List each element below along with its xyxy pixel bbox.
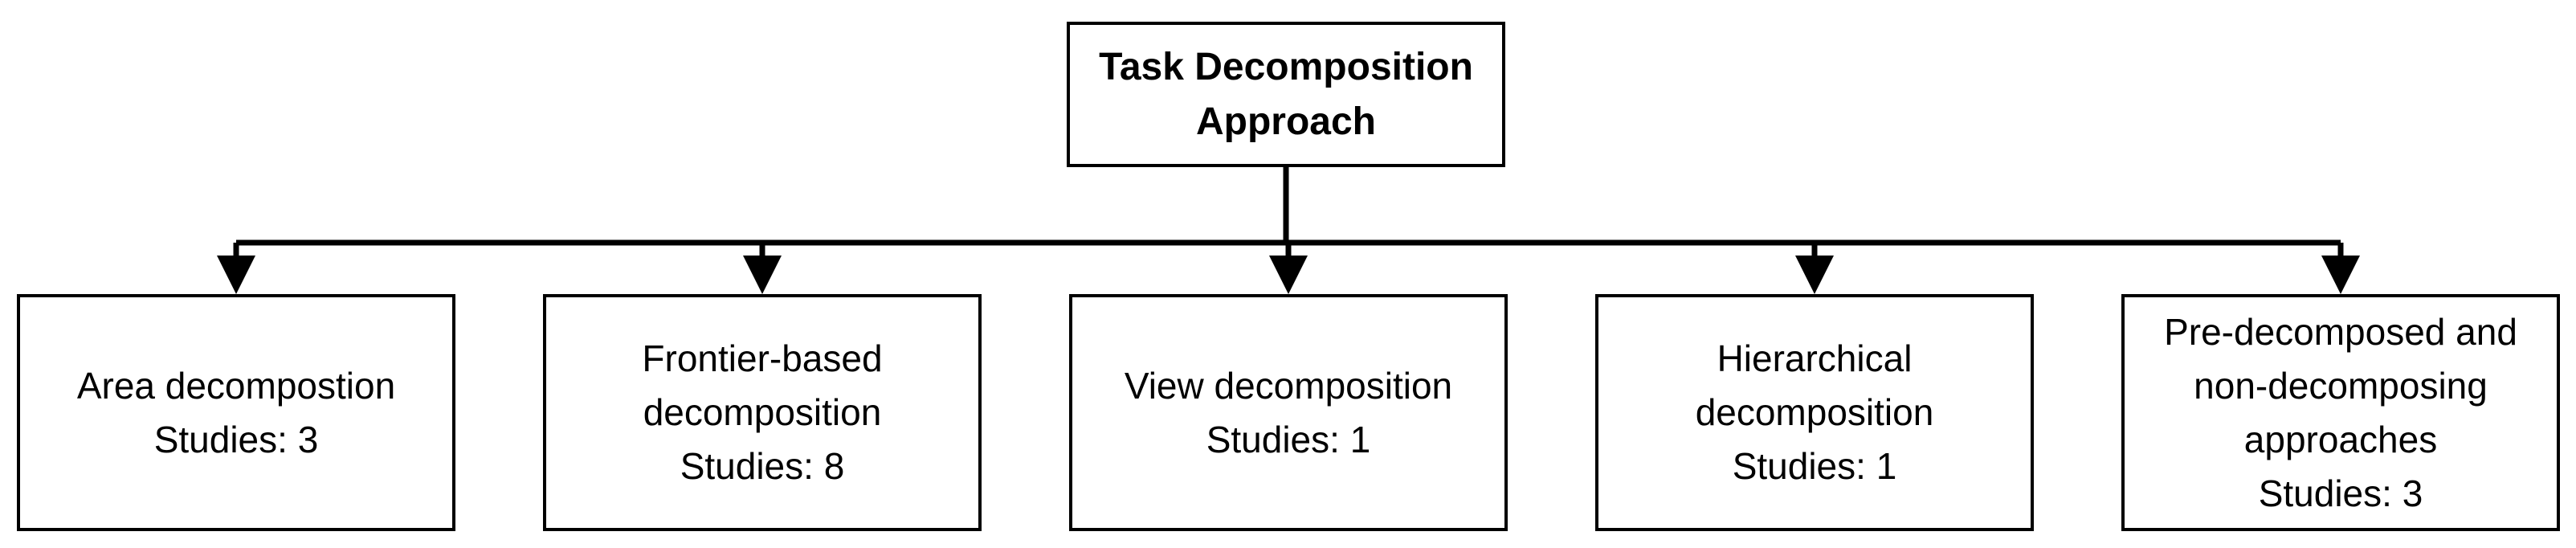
node-text: Area decompostion Studies: 3 (20, 359, 452, 467)
node-frontier-based-decomposition: Frontier-based decomposition Studies: 8 (543, 294, 982, 531)
node-line: approaches (2243, 418, 2438, 460)
root-node-task-decomposition-approach: Task Decomposition Approach (1067, 22, 1505, 167)
node-line: non-decomposing (2194, 364, 2488, 407)
node-text: Pre-decomposed and non-decomposing appro… (2125, 305, 2557, 521)
node-pre-decomposed-and-non-decomposing: Pre-decomposed and non-decomposing appro… (2121, 294, 2560, 531)
node-line-studies: Studies: 1 (1732, 445, 1897, 487)
root-node-text: Task Decomposition Approach (1070, 40, 1502, 149)
root-node-line: Approach (1195, 100, 1376, 143)
arrowhead-view (1269, 256, 1308, 294)
node-area-decomposition: Area decompostion Studies: 3 (17, 294, 455, 531)
node-line-studies: Studies: 1 (1206, 418, 1371, 460)
root-node-line: Task Decomposition (1099, 45, 1473, 88)
node-line: Pre-decomposed and (2164, 310, 2517, 353)
node-line-studies: Studies: 3 (153, 418, 319, 460)
node-text: View decomposition Studies: 1 (1072, 359, 1504, 467)
node-line-studies: Studies: 8 (680, 445, 845, 487)
arrowhead-predecomposed (2321, 256, 2360, 294)
arrowhead-hierarchical (1795, 256, 1834, 294)
node-line: Hierarchical (1717, 337, 1913, 379)
arrowhead-frontier (743, 256, 782, 294)
node-line: decomposition (1695, 391, 1934, 433)
node-hierarchical-decomposition: Hierarchical decomposition Studies: 1 (1595, 294, 2034, 531)
node-view-decomposition: View decomposition Studies: 1 (1069, 294, 1508, 531)
node-line-studies: Studies: 3 (2258, 472, 2423, 514)
node-line: View decomposition (1124, 364, 1453, 407)
arrowhead-area (217, 256, 255, 294)
node-line: Area decompostion (76, 364, 396, 407)
node-text: Hierarchical decomposition Studies: 1 (1598, 332, 2031, 493)
node-text: Frontier-based decomposition Studies: 8 (546, 332, 978, 493)
node-line: decomposition (643, 391, 882, 433)
node-line: Frontier-based (642, 337, 883, 379)
